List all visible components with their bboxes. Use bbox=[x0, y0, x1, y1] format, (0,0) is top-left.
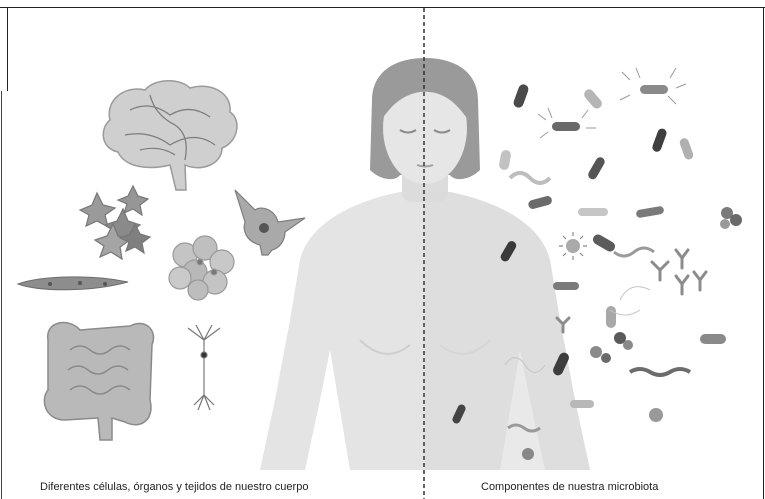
antibody-icon bbox=[557, 250, 706, 332]
brain-icon bbox=[103, 81, 237, 190]
egg-cluster-icon bbox=[169, 236, 234, 300]
muscle-fiber-icon bbox=[18, 277, 128, 290]
nerve-cell-icon bbox=[188, 325, 220, 410]
right-caption: Componentes de nuestra microbiota bbox=[481, 481, 658, 493]
human-figure-icon bbox=[260, 58, 590, 470]
neuron-cell-icon bbox=[235, 190, 305, 255]
cell-cluster-icon bbox=[80, 186, 150, 259]
left-caption: Diferentes células, órganos y tejidos de… bbox=[40, 481, 308, 493]
intestine-icon bbox=[44, 323, 153, 440]
